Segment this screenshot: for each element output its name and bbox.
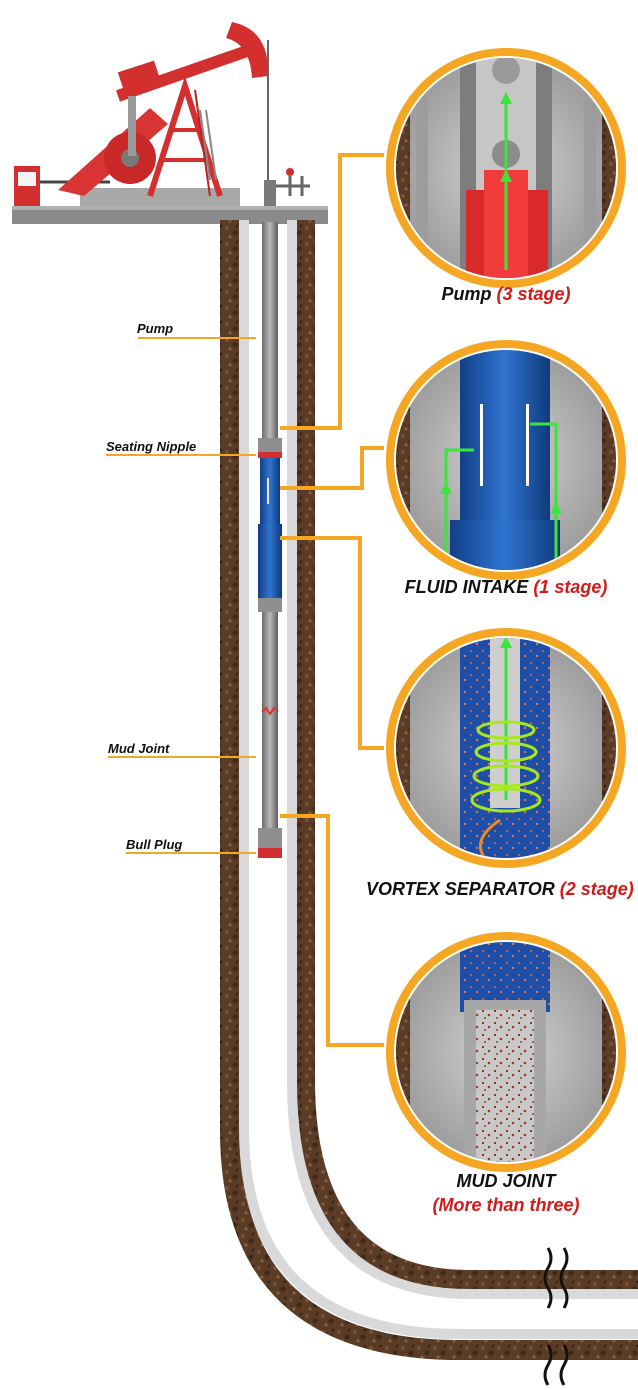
caption-pump: Pump (3 stage) bbox=[396, 284, 616, 305]
label-bull-plug: Bull Plug bbox=[126, 837, 183, 852]
label-mud-joint: Mud Joint bbox=[108, 741, 170, 756]
fluid-intake-callout-circle bbox=[386, 340, 626, 580]
pump-jack bbox=[14, 22, 310, 206]
caption-pump-title: Pump bbox=[441, 284, 492, 304]
tubing-string bbox=[258, 222, 282, 858]
callout-leaders bbox=[280, 153, 384, 1047]
caption-mud-joint: MUD JOINT bbox=[396, 1171, 616, 1192]
caption-mud-joint-title: MUD JOINT bbox=[456, 1171, 556, 1191]
caption-vortex-separator-title: VORTEX SEPARATOR bbox=[366, 879, 555, 899]
mud-joint-callout-circle bbox=[386, 932, 626, 1172]
caption-vortex-separator: VORTEX SEPARATOR (2 stage) bbox=[366, 879, 634, 900]
caption-fluid-intake: FLUID INTAKE (1 stage) bbox=[390, 577, 622, 598]
caption-vortex-separator-stage: (2 stage) bbox=[559, 879, 634, 899]
vortex-separator-callout-circle bbox=[386, 628, 626, 868]
left-leaders bbox=[106, 337, 256, 854]
caption-mud-joint-stage: (More than three) bbox=[432, 1195, 580, 1215]
ground-surface bbox=[12, 206, 328, 224]
borehole bbox=[220, 220, 638, 1360]
caption-fluid-intake-stage: (1 stage) bbox=[533, 577, 608, 597]
break-marks bbox=[543, 1247, 569, 1386]
caption-fluid-intake-title: FLUID INTAKE bbox=[404, 577, 529, 597]
label-seating-nipple: Seating Nipple bbox=[106, 439, 197, 454]
pump-callout-circle bbox=[386, 48, 626, 288]
label-pump: Pump bbox=[137, 321, 174, 336]
caption-pump-stage: (3 stage) bbox=[496, 284, 571, 304]
